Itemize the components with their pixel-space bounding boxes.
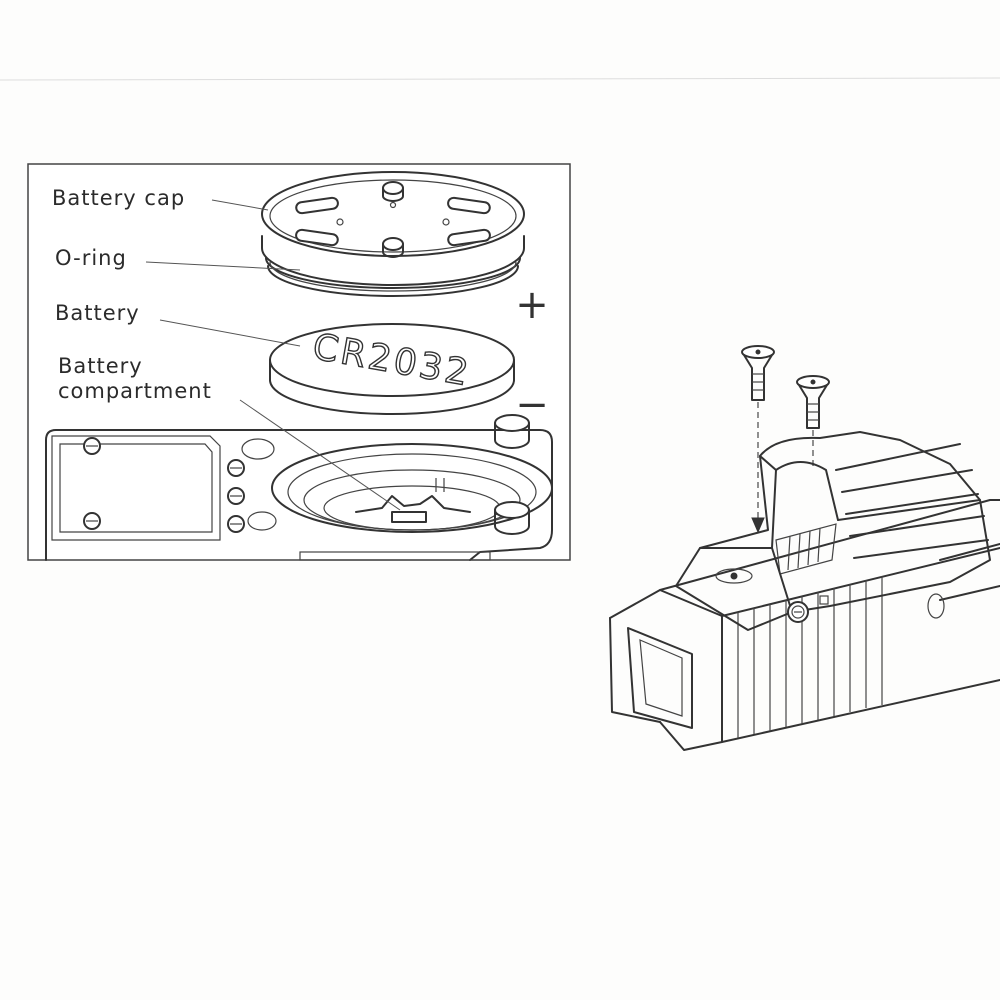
red-dot-sight xyxy=(675,431,991,631)
arrow-down-icon xyxy=(751,517,765,534)
pistol-slide xyxy=(609,499,1000,751)
post xyxy=(494,414,530,449)
label-o-ring: O-ring xyxy=(55,246,127,270)
o-ring-illustration xyxy=(265,257,521,297)
screw-icon xyxy=(227,515,245,533)
label-battery-compartment-line1: Battery xyxy=(58,354,143,378)
scan-line xyxy=(0,77,1000,81)
adjustment-knob xyxy=(787,601,809,623)
leader-battery xyxy=(159,319,301,347)
label-battery-cap: Battery cap xyxy=(52,186,185,210)
battery-compartment-illustration xyxy=(45,414,553,561)
mounting-screw-icon xyxy=(741,345,775,401)
label-battery: Battery xyxy=(55,301,140,325)
screw-icon xyxy=(83,512,101,530)
post xyxy=(494,501,530,535)
screw-icon xyxy=(227,487,245,505)
leader-battery-cap xyxy=(211,199,269,211)
screw-icon xyxy=(227,459,245,477)
battery-cap-illustration xyxy=(261,171,525,286)
brand-logo xyxy=(715,568,753,584)
battery-inset-panel: CR2032 + − xyxy=(27,163,571,561)
label-battery-compartment-line2: compartment xyxy=(58,379,212,403)
polarity-positive: + xyxy=(515,282,549,328)
sight-mounting-illustration xyxy=(609,345,1000,751)
leader-battery-compartment xyxy=(239,399,401,511)
leader-o-ring xyxy=(145,261,301,271)
mounting-screw-icon xyxy=(796,375,830,429)
battery-illustration: CR2032 xyxy=(269,323,515,415)
screw-icon xyxy=(83,437,101,455)
